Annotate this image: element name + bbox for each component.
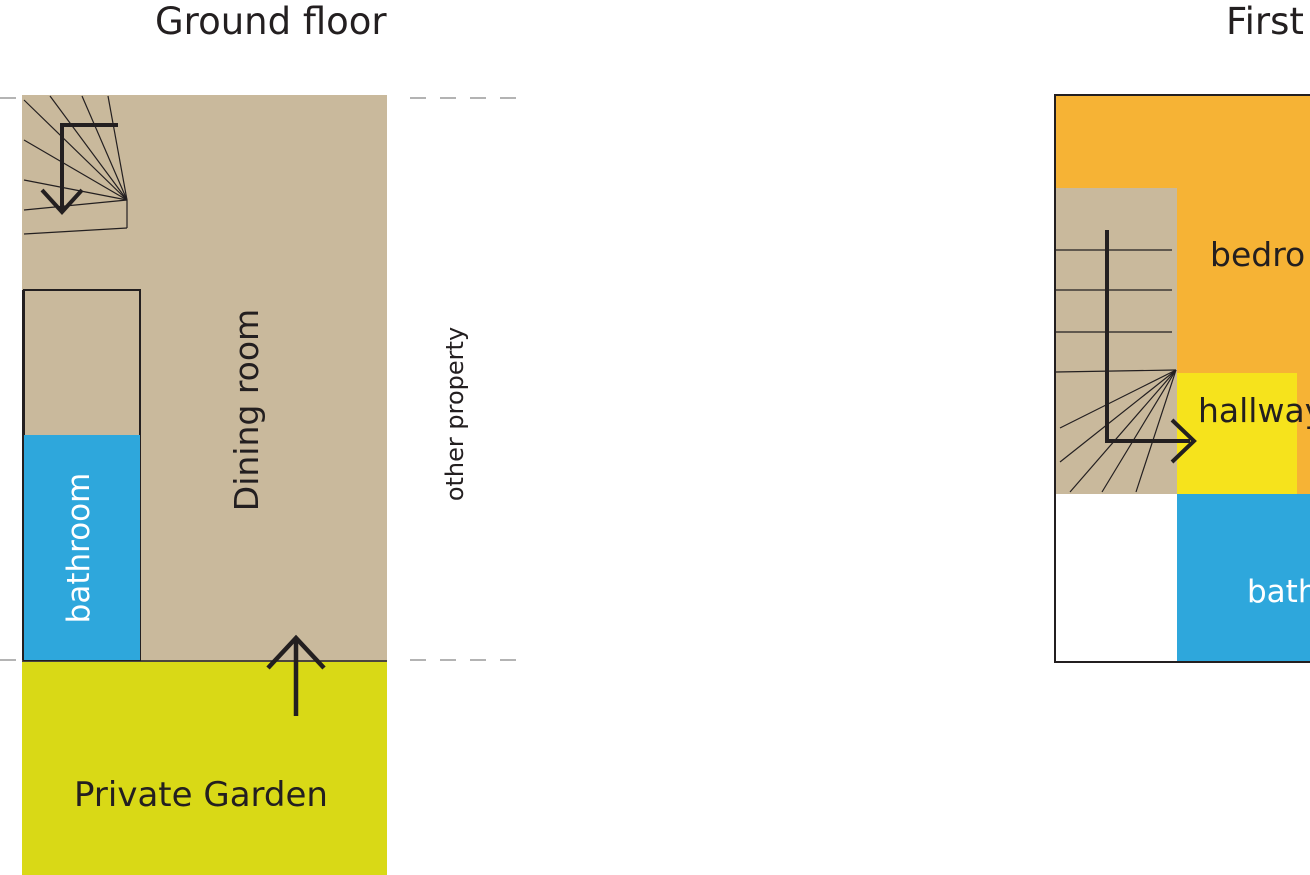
first-bathroom-area <box>1177 494 1310 662</box>
first-empty-area <box>1055 494 1177 662</box>
private-garden-label: Private Garden <box>74 775 328 815</box>
first-floor-walls <box>1054 94 1310 663</box>
other-property-label: other property <box>441 327 469 501</box>
bedroom-label: bedro <box>1210 235 1305 274</box>
first-floor-heading: First f <box>1226 0 1310 43</box>
ground-stairs-arrow-icon <box>40 123 118 215</box>
first-bathroom-label: bath <box>1247 574 1310 610</box>
dining-room-label: Dining room <box>227 309 266 511</box>
property-boundary-dashes <box>0 97 528 661</box>
ground-stairs <box>23 95 128 235</box>
first-stairs-arrow-icon <box>1105 230 1197 464</box>
ground-floor-heading: Ground floor <box>155 0 387 43</box>
first-stairwell-area <box>1055 188 1177 494</box>
hallway-label: hallway <box>1198 391 1310 430</box>
ground-bathroom-area <box>23 435 140 660</box>
private-garden-area <box>22 662 387 875</box>
ground-bathroom-label: bathroom <box>61 473 97 624</box>
hallway-area <box>1177 373 1297 494</box>
entry-arrow-icon <box>266 634 326 716</box>
first-stairs <box>1055 249 1177 493</box>
